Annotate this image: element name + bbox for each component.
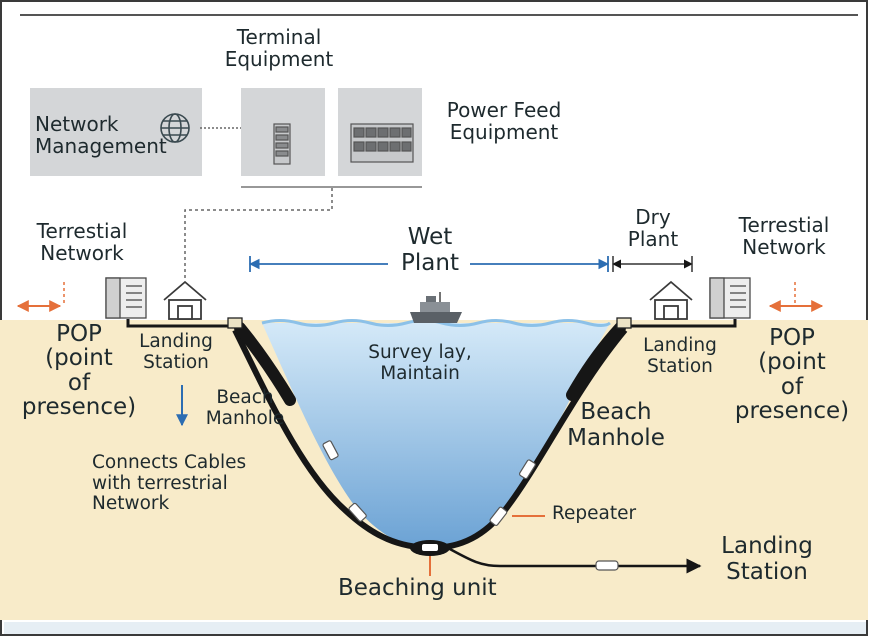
right-landing-station-line-1: Landing xyxy=(643,335,717,356)
right-terrestial-line-1: Terrestial xyxy=(738,213,830,237)
left-beach-manhole-box xyxy=(227,317,243,329)
network-management-panel xyxy=(30,88,202,176)
connects-line-3: Network xyxy=(92,493,170,515)
left-pop-line-3: of xyxy=(67,369,91,396)
beaching-unit-label: Beaching unit xyxy=(338,575,497,601)
repeater-icon xyxy=(595,560,619,571)
building-icon xyxy=(709,277,751,319)
left-terrestial-network-label: Terrestial Network xyxy=(24,220,140,265)
terminal-equipment-line-1: Terminal xyxy=(236,25,322,49)
right-pop-label: POP (point of presence) xyxy=(722,326,862,424)
left-terrestial-line-1: Terrestial xyxy=(36,219,128,243)
terminal-equipment-label: Terminal Equipment xyxy=(218,26,340,71)
connects-line-1: Connects Cables xyxy=(92,452,247,473)
bottom-landing-station-line-1: Landing xyxy=(721,533,813,559)
power-feed-line-1: Power Feed xyxy=(446,98,562,122)
right-landing-station-label: Landing Station xyxy=(630,335,730,377)
bottom-landing-station-line-2: Station xyxy=(726,558,808,585)
wet-plant-label: Wet Plant xyxy=(380,224,480,277)
branch-cable xyxy=(447,546,702,574)
survey-line-1: Survey lay, xyxy=(368,342,472,363)
bottom-band xyxy=(4,622,866,634)
bottom-landing-station-label: Landing Station xyxy=(702,533,832,586)
connects-cables-label: Connects Cables with terrestrial Network xyxy=(92,452,247,515)
right-terrestial-network-label: Terrestial Network xyxy=(724,214,844,259)
network-management-line-1: Network xyxy=(35,112,119,136)
right-beach-cable-thick xyxy=(566,322,626,401)
power-feed-line-2: Equipment xyxy=(449,120,559,145)
repeater-icon xyxy=(489,506,508,526)
building-icon xyxy=(105,277,147,319)
left-pop-line-2: (point xyxy=(45,345,113,372)
power-feed-equipment-label: Power Feed Equipment xyxy=(430,99,578,144)
right-pop-line-3: of xyxy=(780,373,804,400)
dry-plant-line-1: Dry xyxy=(635,205,671,229)
sea-water xyxy=(262,323,610,548)
left-beach-manhole-line-1: Beach xyxy=(216,387,274,408)
right-pop-line-4: presence) xyxy=(734,398,850,425)
right-station-cable xyxy=(625,319,737,328)
left-landing-station-line-1: Landing xyxy=(139,331,213,352)
left-pop-line-4: presence) xyxy=(21,394,137,421)
repeater-icon xyxy=(322,440,339,461)
survey-line-2: Maintain xyxy=(380,362,460,384)
left-beach-manhole-label: Beach Manhole xyxy=(190,387,300,429)
beaching-unit-box xyxy=(422,544,438,551)
server-rack-icon xyxy=(273,123,291,165)
right-beach-manhole-box xyxy=(616,317,632,329)
left-pop-line-1: POP xyxy=(56,321,102,347)
dry-plant-line-2: Plant xyxy=(627,227,679,252)
wet-plant-line-1: Wet xyxy=(407,224,453,250)
repeater-icon xyxy=(518,459,536,480)
right-pop-line-2: (point xyxy=(758,349,826,376)
left-pop-label: POP (point of presence) xyxy=(4,322,154,420)
left-landing-station-label: Landing Station xyxy=(128,331,224,373)
terminal-equipment-line-2: Equipment xyxy=(224,47,334,72)
landing-station-house-icon xyxy=(163,280,207,320)
right-beach-manhole-line-2: Manhole xyxy=(567,424,665,451)
left-landing-station-line-2: Station xyxy=(143,351,209,373)
right-terrestial-line-2: Network xyxy=(742,235,826,260)
left-beach-manhole-line-2: Manhole xyxy=(205,407,285,429)
globe-icon xyxy=(160,113,190,143)
repeater-icon xyxy=(348,502,367,522)
dry-plant-label: Dry Plant xyxy=(616,206,690,251)
left-beach-cable-thick xyxy=(234,322,296,406)
power-cabinet-icon xyxy=(350,123,414,163)
ship-icon xyxy=(410,292,462,323)
left-station-cable xyxy=(126,319,235,328)
survey-lay-label: Survey lay, Maintain xyxy=(350,342,490,384)
left-terrestial-line-2: Network xyxy=(40,241,124,266)
connects-line-2: with terrestrial xyxy=(92,472,228,494)
wet-plant-line-2: Plant xyxy=(401,249,459,276)
landing-station-house-icon xyxy=(649,280,693,320)
right-beach-manhole-label: Beach Manhole xyxy=(552,399,680,452)
right-beach-manhole-line-1: Beach xyxy=(580,399,652,425)
right-pop-line-1: POP xyxy=(769,325,815,351)
repeater-label: Repeater xyxy=(552,503,637,524)
network-management-line-2: Management xyxy=(35,134,167,159)
right-landing-station-line-2: Station xyxy=(647,355,713,377)
network-management-label: Network Management xyxy=(35,113,167,158)
